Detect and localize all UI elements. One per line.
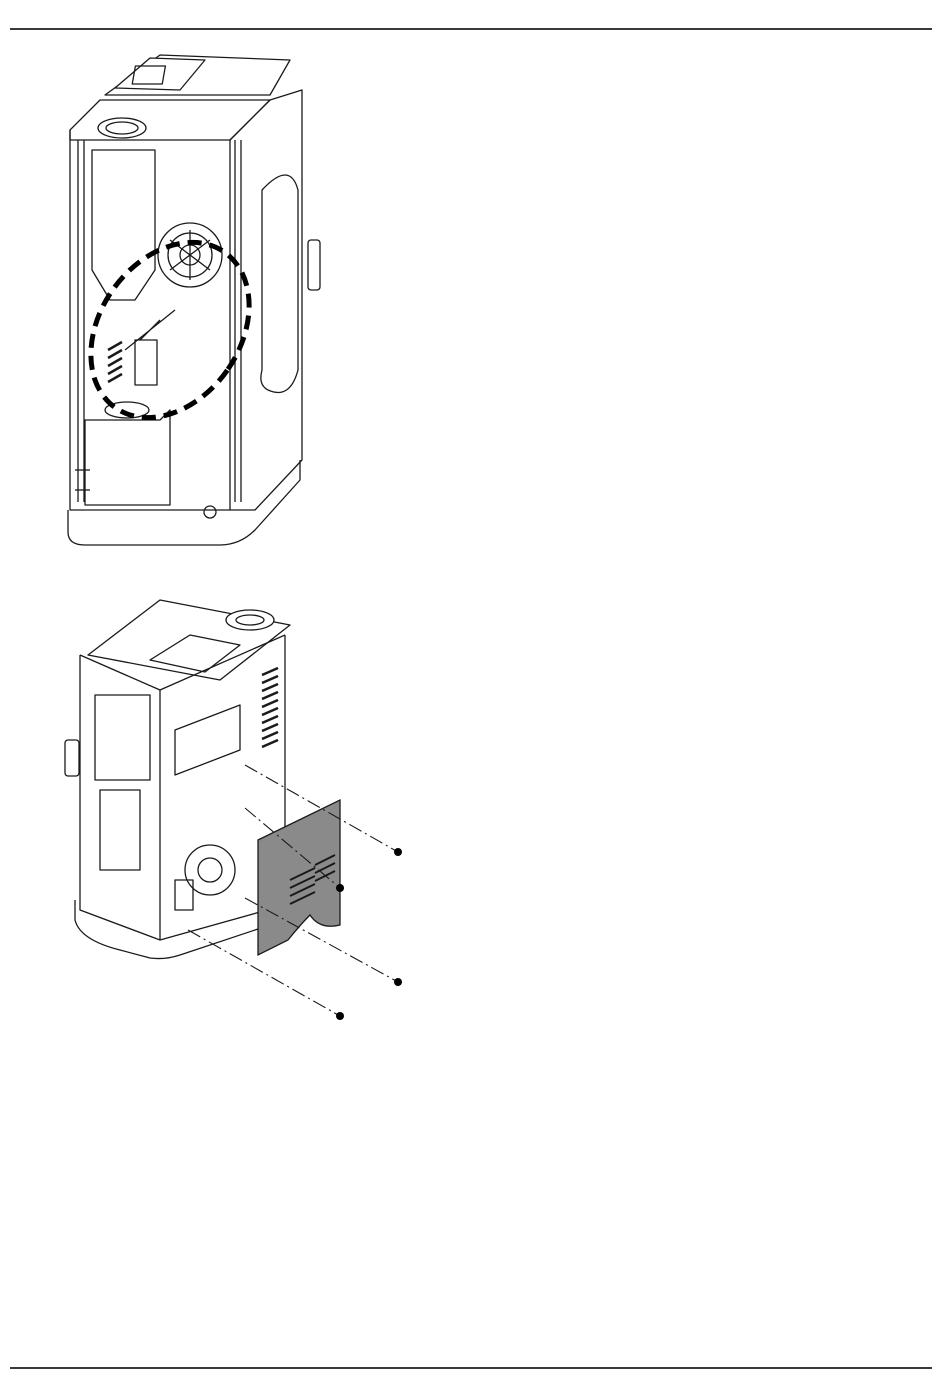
stove-rear-illustration [40, 580, 420, 1030]
footer-rule [10, 1367, 932, 1369]
figure-stove-front-open [40, 40, 360, 560]
stove-front-illustration [40, 40, 360, 560]
screw-1 [394, 848, 402, 856]
screw-4 [336, 1012, 344, 1020]
header-rule [10, 28, 932, 30]
screw-3 [394, 978, 402, 986]
figure-stove-rear-panel [40, 580, 420, 1030]
screw-2 [336, 884, 344, 892]
